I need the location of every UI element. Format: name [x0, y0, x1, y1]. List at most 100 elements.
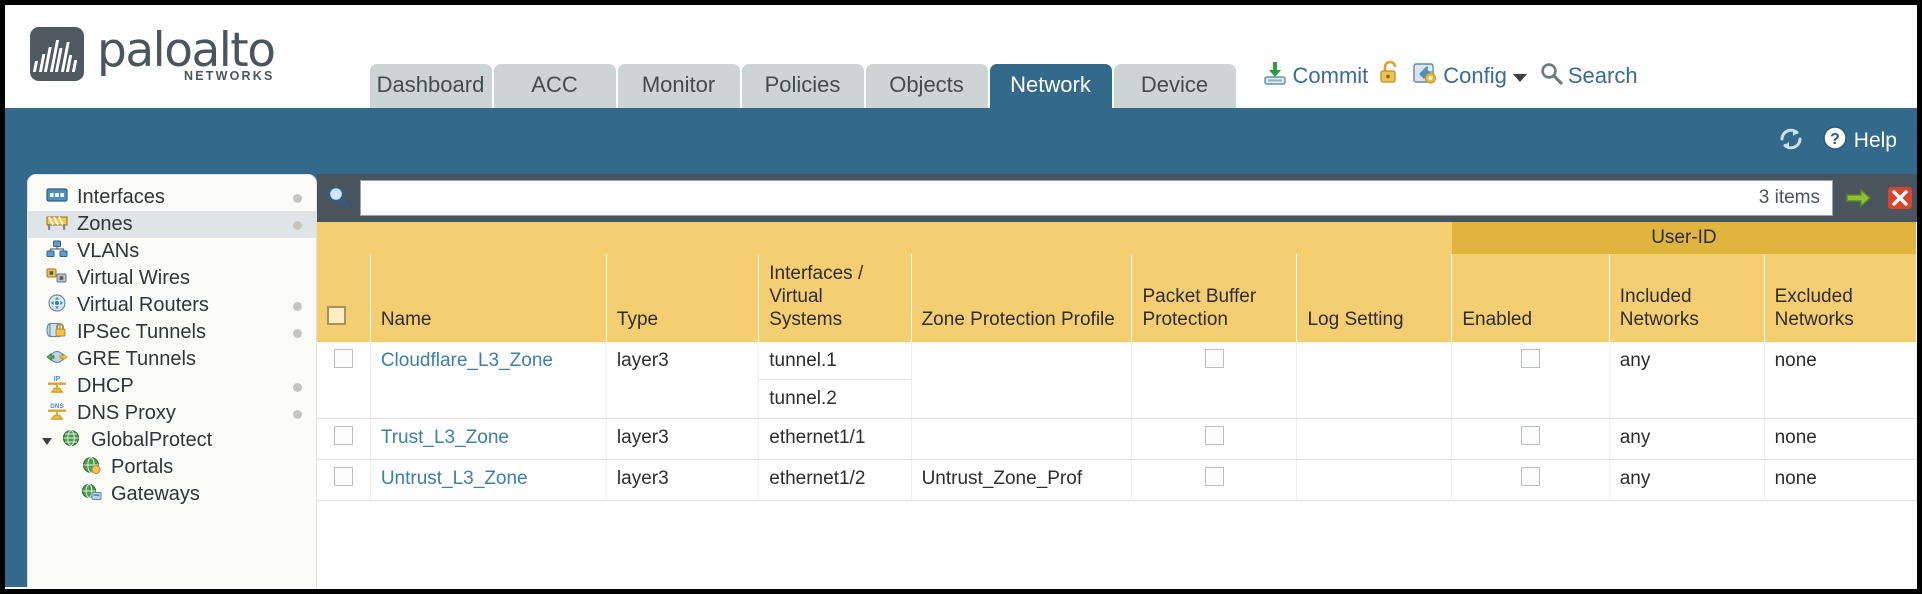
globalprotect-icon [60, 429, 82, 453]
user-id-enabled-checkbox[interactable] [1521, 426, 1541, 446]
virtual-routers-icon [46, 293, 68, 318]
help-button[interactable]: ? Help [1822, 125, 1897, 157]
column-header-name[interactable]: Name [370, 254, 607, 342]
search-input[interactable] [361, 187, 1759, 209]
vlans-icon [46, 240, 68, 264]
virtual-wires-icon [46, 267, 68, 291]
portals-icon [80, 456, 102, 480]
sidebar-item-globalprotect[interactable]: GlobalProtect [28, 427, 316, 454]
refresh-icon[interactable] [1776, 126, 1806, 157]
interfaces-icon [46, 186, 68, 210]
config-menu[interactable]: Config [1412, 60, 1528, 92]
chevron-down-icon[interactable] [42, 437, 52, 450]
network-sidebar: Interfaces Zones [27, 174, 317, 587]
cell-included-networks: any [1609, 459, 1765, 501]
column-header-zone-protection-profile[interactable]: Zone Protection Profile [911, 254, 1133, 342]
cell-zone-protection-profile [911, 418, 1133, 460]
tab-acc[interactable]: ACC [493, 64, 616, 108]
cell-interfaces: tunnel.1 tunnel.2 [758, 341, 912, 420]
cell-type: layer3 [606, 459, 760, 501]
sidebar-item-interfaces[interactable]: Interfaces [28, 184, 316, 211]
brand-logo[interactable]: paloalto NETWORKS [30, 22, 276, 83]
sidebar-item-zones[interactable]: Zones [28, 211, 316, 238]
tab-device[interactable]: Device [1113, 64, 1236, 108]
user-id-enabled-checkbox[interactable] [1521, 348, 1541, 368]
cell-log-setting [1296, 459, 1453, 501]
tab-dashboard[interactable]: Dashboard [369, 64, 492, 108]
page-body: Interfaces Zones [5, 174, 1917, 587]
sidebar-item-dhcp[interactable]: IP DHCP [28, 373, 316, 400]
cell-user-id-enabled [1451, 418, 1610, 460]
sidebar-item-gateways[interactable]: Gateways [28, 481, 316, 508]
row-checkbox[interactable] [333, 466, 353, 486]
config-label: Config [1443, 63, 1507, 88]
tab-monitor[interactable]: Monitor [617, 64, 740, 108]
table-row[interactable]: Untrust_L3_Zone layer3 ethernet1/2 Untru… [317, 459, 1917, 501]
chevron-down-icon [1512, 63, 1528, 89]
column-header-included-networks[interactable]: Included Networks [1609, 254, 1765, 342]
clear-filter-button[interactable] [1883, 181, 1917, 215]
help-label: Help [1853, 129, 1897, 152]
row-select-cell [317, 459, 371, 501]
sidebar-item-virtual-routers[interactable]: Virtual Routers [28, 292, 316, 319]
svg-text:IP: IP [54, 376, 61, 383]
zone-name-link[interactable]: Untrust_L3_Zone [380, 467, 528, 489]
gre-tunnels-icon [46, 348, 68, 372]
table-header-row: Name Type Interfaces / Virtual Systems Z… [317, 254, 1917, 342]
column-header-excluded-networks[interactable]: Excluded Networks [1764, 254, 1917, 342]
brand-name: paloalto [97, 22, 276, 78]
tab-objects[interactable]: Objects [865, 64, 988, 108]
search-magnifier-icon[interactable] [325, 183, 351, 214]
sidebar-item-virtual-wires[interactable]: Virtual Wires [28, 265, 316, 292]
row-select-cell [317, 341, 371, 420]
commit-button[interactable]: Commit [1262, 60, 1368, 92]
search-label: Search [1567, 63, 1638, 88]
sidebar-item-gre-tunnels[interactable]: GRE Tunnels [28, 346, 316, 373]
sidebar-item-label: VLANs [77, 240, 140, 262]
tab-policies[interactable]: Policies [741, 64, 864, 108]
table-row[interactable]: Trust_L3_Zone layer3 ethernet1/1 any [317, 418, 1917, 460]
table-row[interactable]: Cloudflare_L3_Zone layer3 tunnel.1 tunne… [317, 341, 1917, 420]
zone-name-link[interactable]: Cloudflare_L3_Zone [380, 349, 553, 371]
cell-log-setting [1296, 418, 1453, 460]
zones-panel: 3 items [317, 174, 1917, 587]
column-header-interfaces[interactable]: Interfaces / Virtual Systems [758, 254, 912, 342]
sidebar-item-vlans[interactable]: VLANs [28, 238, 316, 265]
sidebar-item-label: Zones [77, 213, 133, 235]
sidebar-status-dot [293, 409, 302, 419]
cell-packet-buffer-protection [1131, 459, 1298, 501]
cell-user-id-enabled [1451, 459, 1610, 501]
search-button[interactable]: Search [1539, 61, 1638, 91]
packet-buffer-protection-checkbox[interactable] [1204, 426, 1224, 446]
cell-excluded-networks: none [1764, 341, 1917, 420]
row-checkbox[interactable] [333, 426, 353, 446]
sidebar-status-dot [293, 193, 302, 203]
interface-entry: tunnel.1 [759, 342, 911, 381]
commit-download-icon [1262, 60, 1288, 92]
user-id-enabled-checkbox[interactable] [1521, 466, 1541, 486]
sidebar-item-label: Gateways [111, 483, 200, 505]
zone-name-link[interactable]: Trust_L3_Zone [380, 427, 509, 449]
sidebar-item-label: GRE Tunnels [77, 348, 196, 370]
cell-packet-buffer-protection [1131, 341, 1298, 420]
row-checkbox[interactable] [333, 348, 353, 368]
sidebar-item-ipsec-tunnels[interactable]: IPSec Tunnels [28, 319, 316, 346]
sidebar-item-portals[interactable]: Portals [28, 454, 316, 481]
column-header-enabled[interactable]: Enabled [1451, 254, 1610, 342]
column-header-packet-buffer-protection[interactable]: Packet Buffer Protection [1131, 254, 1298, 342]
packet-buffer-protection-checkbox[interactable] [1204, 466, 1224, 486]
column-header-log-setting[interactable]: Log Setting [1296, 254, 1453, 342]
cell-name: Trust_L3_Zone [370, 418, 607, 460]
ipsec-tunnels-icon [46, 321, 68, 345]
brand-wordmark: paloalto NETWORKS [97, 22, 276, 83]
select-all-checkbox[interactable] [327, 306, 346, 326]
sidebar-status-dot [293, 301, 302, 311]
lock-button[interactable] [1379, 60, 1401, 92]
cell-log-setting [1296, 341, 1453, 420]
cell-zone-protection-profile [911, 341, 1133, 420]
column-header-type[interactable]: Type [606, 254, 760, 342]
apply-filter-button[interactable] [1842, 181, 1876, 215]
tab-network[interactable]: Network [989, 64, 1112, 108]
packet-buffer-protection-checkbox[interactable] [1204, 348, 1224, 368]
sidebar-item-dns-proxy[interactable]: DNS DNS Proxy [28, 400, 316, 427]
